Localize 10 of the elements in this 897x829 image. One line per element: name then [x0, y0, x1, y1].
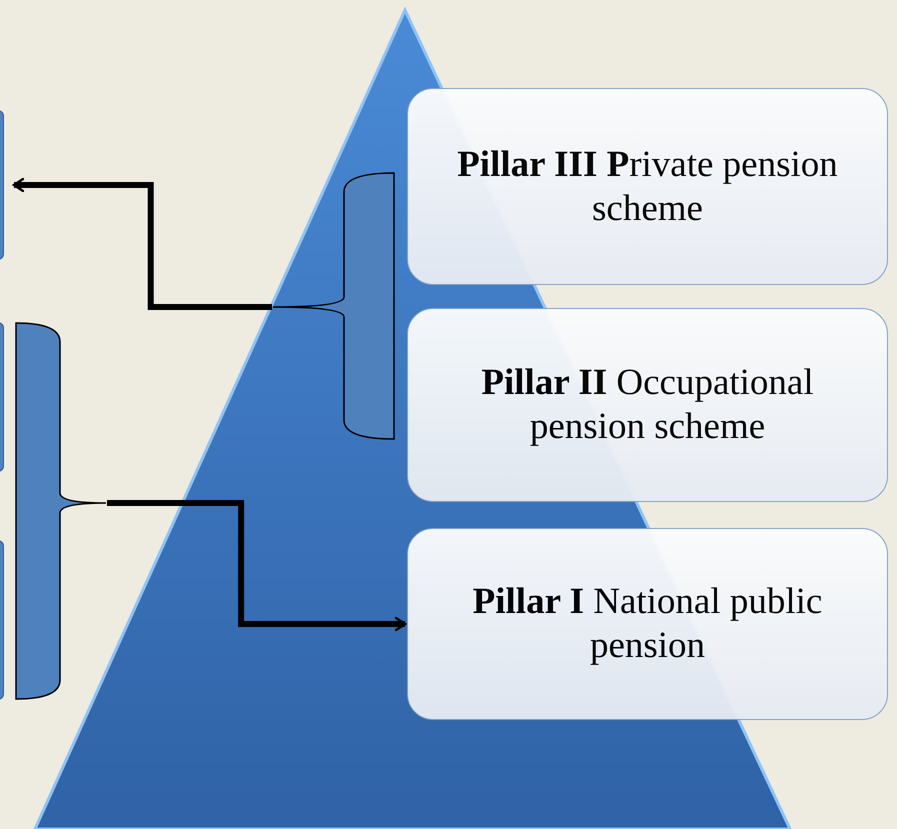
- pillar-label: Pillar I National public pension: [472, 580, 824, 668]
- curly-brace: [272, 172, 394, 440]
- curly-brace: [15, 322, 107, 700]
- pillar-box: [407, 88, 888, 285]
- pillar-box: [407, 308, 888, 502]
- arrow: [12, 178, 272, 310]
- arrow: [107, 500, 406, 632]
- pillar-label: Pillar II Occupational pension scheme: [480, 361, 815, 449]
- pillar-box: [407, 528, 888, 720]
- pillar-label: Pillar III Private pension scheme: [456, 142, 839, 230]
